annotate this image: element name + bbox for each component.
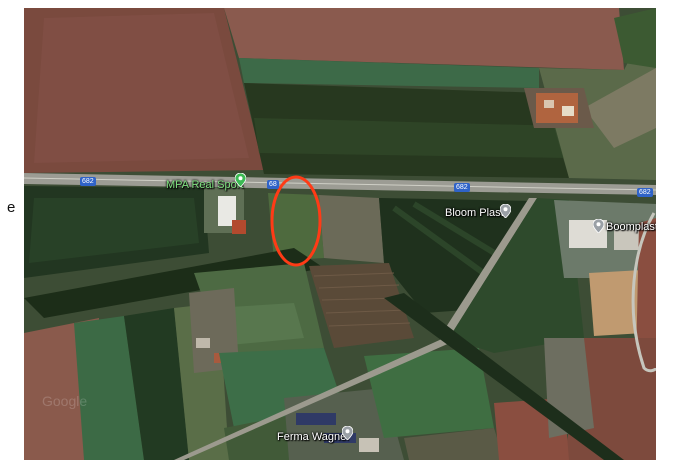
highlight-ellipse bbox=[270, 175, 322, 267]
green-map-pin-icon[interactable] bbox=[235, 173, 246, 187]
road-shield: 682 bbox=[454, 183, 470, 192]
road-shield: 682 bbox=[80, 177, 96, 186]
place-label-bloom-plast[interactable]: Bloom Plast bbox=[445, 207, 504, 219]
road-shield: 682 bbox=[637, 188, 653, 197]
place-label-boomplast-srl[interactable]: Boomplast srl bbox=[606, 221, 656, 233]
cropped-text-fragment: e bbox=[7, 199, 16, 216]
map-watermark: Google bbox=[42, 393, 88, 409]
gray-map-pin-icon[interactable] bbox=[593, 219, 604, 233]
gray-map-pin-icon[interactable] bbox=[500, 204, 511, 218]
road-shield: 68 bbox=[267, 180, 279, 189]
place-label-mpa-real-sport[interactable]: MPA Real Sport bbox=[166, 179, 244, 191]
satellite-imagery bbox=[24, 8, 656, 460]
gray-map-pin-icon[interactable] bbox=[342, 426, 353, 440]
place-label-ferma-wagner[interactable]: Ferma Wagner bbox=[277, 431, 350, 443]
satellite-map[interactable]: 682 68 682 682 MPA Real Sport Bloom Plas… bbox=[24, 8, 656, 460]
